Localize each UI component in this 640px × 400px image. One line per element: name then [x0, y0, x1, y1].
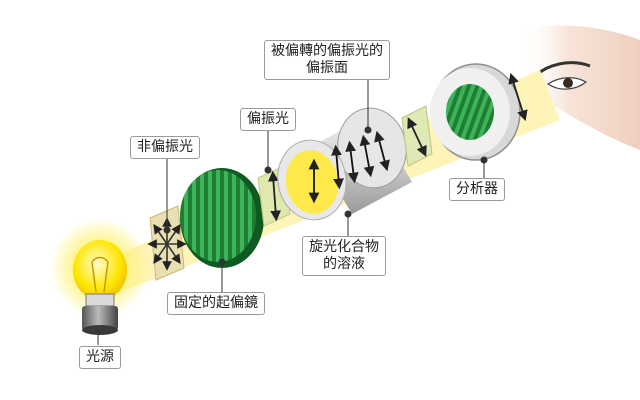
fixed-polarizer-label: 固定的起偏鏡 — [167, 292, 265, 315]
light-bulb-icon — [73, 240, 127, 335]
solution-tube — [277, 107, 412, 221]
analyzed-light-arrow — [508, 72, 528, 122]
rotated-plane-label-line1: 被偏轉的偏振光的 — [271, 43, 383, 59]
callout-lines — [97, 72, 488, 345]
rotated-polarization-plate — [401, 105, 433, 167]
polarized-light-label: 偏振光 — [240, 108, 296, 131]
fixed-polarizer-disc — [180, 168, 264, 268]
observer-face — [520, 25, 640, 150]
solution-label: 旋光化合物 的溶液 — [302, 236, 386, 276]
analyzer-label: 分析器 — [449, 178, 505, 201]
analyzer-disc — [430, 63, 521, 161]
unpolarized-light-label: 非偏振光 — [130, 136, 200, 159]
light-source-label: 光源 — [79, 346, 121, 369]
rotated-plane-label-line2: 偏振面 — [306, 60, 348, 76]
solution-label-line1: 旋光化合物 — [309, 239, 379, 255]
rotated-plane-label: 被偏轉的偏振光的 偏振面 — [264, 40, 390, 80]
solution-label-line2: 的溶液 — [323, 256, 365, 272]
